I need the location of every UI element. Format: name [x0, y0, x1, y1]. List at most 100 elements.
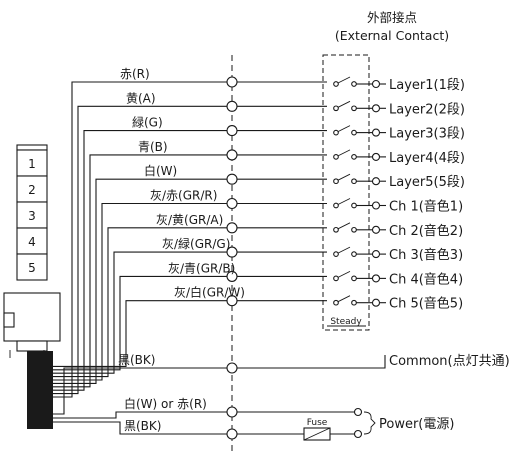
- wire-node: [226, 149, 238, 161]
- signal-wire-7: 灰/黄(GR/A) Ch 2(音色2): [39, 213, 463, 378]
- switch-contact-b: [351, 226, 357, 233]
- switch-contact-a: [333, 275, 339, 282]
- signal-wire-4: 青(B) Layer4(4段): [44, 140, 465, 388]
- switch-contact-b: [351, 299, 357, 306]
- tower-layer-label: 2: [28, 183, 36, 197]
- signal-wire-5: 白(W) Layer5(5段): [43, 163, 465, 384]
- power-brace: [363, 411, 376, 435]
- switch-contact-a: [333, 178, 339, 185]
- wire-label: 白(W): [144, 163, 177, 178]
- wire-node: [226, 125, 238, 137]
- wire-label: 赤(R): [120, 67, 150, 81]
- wire-label: 灰/赤(GR/R): [150, 189, 217, 203]
- terminal-label: Ch 3(音色3): [389, 247, 463, 263]
- wire-label: 灰/青(GR/B): [168, 261, 235, 275]
- wire-label: 青(B): [138, 140, 168, 154]
- common-wire: 黒(BK) Common(点灯共通): [36, 353, 510, 415]
- wire-line: [44, 154, 327, 388]
- terminal-label: Ch 1(音色1): [389, 199, 463, 215]
- terminal-label: Layer5(5段): [389, 175, 465, 190]
- terminal-label: Layer3(3段): [389, 127, 465, 142]
- wire-line: [50, 81, 327, 398]
- common-node: [226, 362, 238, 374]
- switch-blade: [337, 198, 351, 205]
- signal-wire-2: 黄(A)Layer2(2段): [48, 91, 465, 395]
- wire-label: 灰/白(GR/W): [174, 285, 245, 300]
- switch-contact-b: [351, 154, 357, 160]
- tower-layer-label: 1: [28, 157, 36, 171]
- switch-contact-a: [333, 81, 339, 87]
- wire-label: 黄(A): [126, 91, 156, 105]
- switch-contact-b: [351, 105, 357, 112]
- terminal-node: [371, 201, 381, 210]
- common-wire-label: 黒(BK): [118, 353, 155, 367]
- switch-contact-b: [351, 251, 357, 257]
- switch-contact-a: [333, 154, 339, 160]
- terminal-label: Ch 5(音色5): [389, 296, 463, 312]
- wire-node: [226, 295, 238, 307]
- switch-blade: [337, 270, 351, 278]
- terminal-node: [371, 274, 381, 283]
- power-terminal-1: [353, 407, 363, 417]
- wire-line: [36, 275, 327, 371]
- wire-line: [38, 251, 327, 374]
- terminal-label: Ch 4(音色4): [389, 271, 463, 287]
- power-node-2: [226, 428, 238, 440]
- wire-node: [226, 100, 238, 112]
- tower-mount: [16, 340, 48, 352]
- terminal-label: Layer1(1段): [389, 78, 465, 93]
- switch-blade: [337, 149, 351, 157]
- switch-contact-b: [351, 129, 357, 136]
- wire-node: [226, 197, 238, 210]
- switch-contact-b: [351, 275, 357, 282]
- switch-blade: [337, 76, 351, 84]
- wire-node: [226, 173, 238, 185]
- tower-layer-1: [16, 149, 48, 177]
- switch-blade: [337, 125, 351, 133]
- switch-blade: [337, 222, 351, 230]
- signal-wire-3: 緑(G) Layer3(3段): [46, 115, 465, 391]
- tower-layer-label: 3: [28, 209, 36, 223]
- wire-node: [226, 246, 238, 258]
- power-terminal-label: Power(電源): [379, 417, 454, 432]
- wire-label: 緑(G): [132, 115, 163, 130]
- power-wire-1-label: 白(W) or 赤(R): [124, 396, 207, 411]
- switch-contact-a: [333, 202, 339, 209]
- terminal-node: [371, 225, 381, 234]
- wire-line: [43, 178, 327, 384]
- switch-contact-a: [333, 226, 339, 233]
- external-contact-title-en: (External Contact): [335, 28, 449, 43]
- signal-wire-6: 灰/赤(GR/R) Ch 1(音色1): [41, 189, 463, 381]
- steady-label: Steady: [330, 317, 362, 327]
- terminal-label: Layer4(4段): [389, 151, 465, 166]
- terminal-label: Ch 2(音色2): [389, 223, 463, 239]
- fuse-symbol: Fuse: [303, 418, 331, 441]
- signal-wire-9: 灰/青(GR/B) Ch 4(音色4): [36, 261, 463, 371]
- switch-contact-b: [351, 178, 357, 185]
- tower-cap: [16, 144, 48, 151]
- wire-node: [226, 270, 238, 282]
- wire-node: [226, 76, 238, 88]
- power-wires: 白(W) or 赤(R) 黒(BK) Fuse Power(電源): [36, 396, 454, 441]
- wire-line: [41, 202, 327, 381]
- terminal-node: [371, 250, 381, 259]
- wire-group: 赤(R) Layer1(1段)黄(A)Layer2(2段)緑(G) Layer3(3…: [34, 67, 465, 398]
- terminal-node: [371, 104, 381, 113]
- power-terminal-2: [353, 429, 363, 439]
- fuse-label: Fuse: [307, 418, 328, 428]
- power-node-1: [226, 406, 238, 418]
- terminal-node: [371, 298, 381, 307]
- switch-contact-b: [351, 81, 357, 87]
- switch-contact-a: [333, 251, 339, 257]
- switch-contact-b: [351, 202, 357, 209]
- wire-line: [46, 130, 327, 391]
- wire-node: [226, 222, 238, 234]
- common-terminal-label: Common(点灯共通): [389, 354, 510, 369]
- wire-line: [48, 105, 327, 395]
- power-wire-2-label: 黒(BK): [124, 419, 161, 433]
- wire-label: 灰/黄(GR/A): [156, 213, 223, 227]
- tower-layer-5: [16, 253, 48, 281]
- switch-blade: [337, 295, 351, 303]
